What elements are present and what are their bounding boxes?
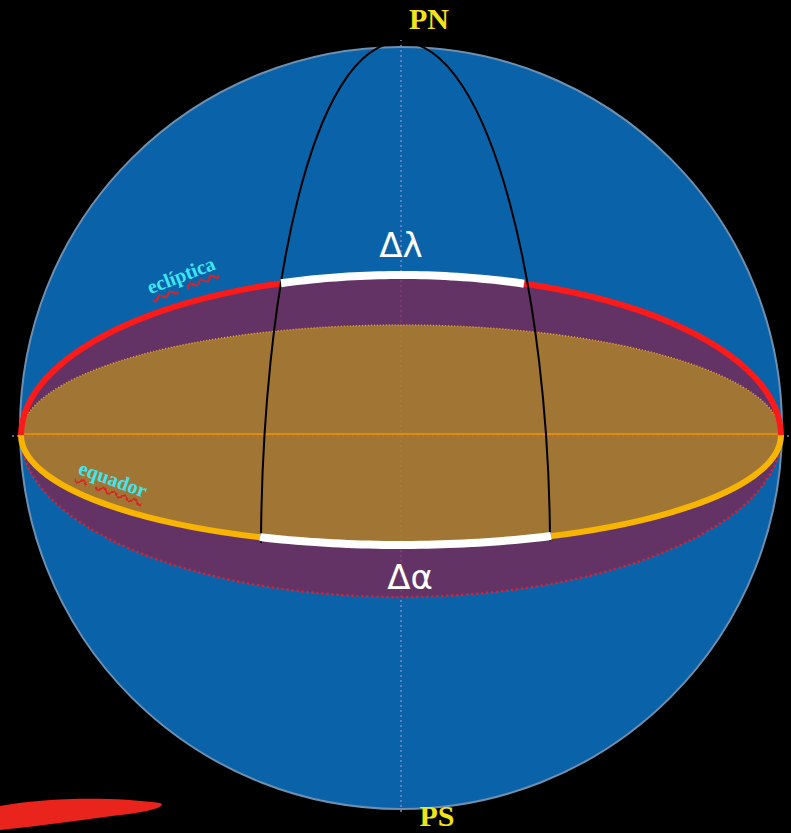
- longitude-arc: [281, 275, 524, 284]
- ecliptic: [21, 275, 781, 436]
- equator: [21, 435, 781, 545]
- arc-label: Δλ: [379, 228, 422, 262]
- pole-label: PN: [409, 4, 449, 34]
- equator-diameter: [21, 433, 781, 435]
- pole-label: PS: [419, 801, 454, 831]
- right-ascension-arc: [260, 536, 551, 545]
- hour-circle: [261, 42, 401, 543]
- equator-back: [21, 325, 781, 435]
- arc-label: Δα: [387, 560, 433, 594]
- equator-plane: [21, 325, 781, 545]
- ecliptic-plane: [21, 275, 781, 597]
- ecliptic-back: [21, 436, 781, 597]
- brush-stroke: [0, 799, 162, 830]
- hour-circle: [401, 42, 550, 541]
